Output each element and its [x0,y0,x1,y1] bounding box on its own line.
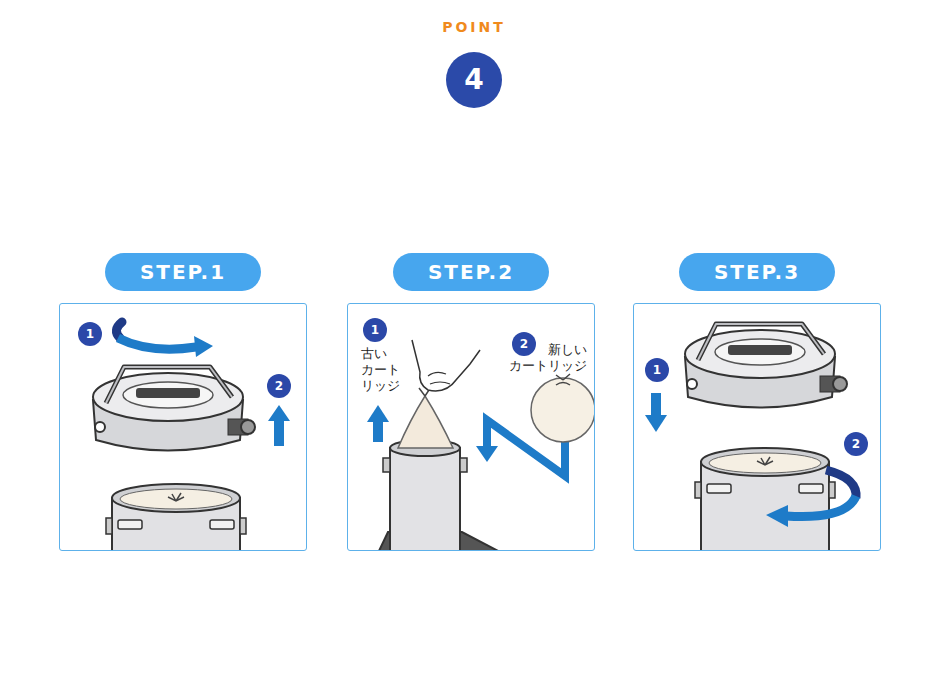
step-panel: STEP.312 [633,303,881,551]
callout-circle: 1 [645,358,669,382]
illustration-part [412,340,480,391]
cartridge-label: 古い カート リッジ [361,346,405,394]
illustration-part [367,405,389,422]
point-number: 4 [446,52,502,108]
point-badge: POINT4 [446,52,502,108]
callout-number: 2 [844,432,868,456]
illustration-part [274,418,284,446]
illustration-part [118,338,196,349]
step-panel: STEP.112 [59,303,307,551]
illustration-part [268,405,290,421]
illustration-part [531,378,594,442]
point-heading: POINT [419,18,529,36]
step-heading: STEP.2 [393,253,549,291]
illustration-part [766,505,788,527]
illustration-part [398,396,453,448]
illustration-part [695,448,835,550]
illustration-part [428,372,450,384]
illustration-part [194,336,213,357]
callout-number: 2 [267,374,291,398]
callout-circle: 1 [78,322,102,346]
illustration-part [93,367,255,451]
callout-circle: 2 [512,332,536,356]
illustration-part [556,374,570,385]
illustration-part [460,458,467,472]
illustration-part [373,420,383,442]
step-heading: STEP.1 [105,253,261,291]
step3-drawing [645,324,856,550]
step2-drawing [367,340,594,550]
illustration-part [645,415,667,432]
illustration-part [106,484,246,550]
step-heading: STEP.3 [679,253,835,291]
callout-number: 1 [363,318,387,342]
illustration-part [651,393,661,417]
step1-drawing [93,322,290,550]
callout-number: 2 [512,332,536,356]
callout-number: 1 [645,358,669,382]
illustration-part [685,324,847,408]
cartridge-label: 新しい カートリッジ [503,342,587,374]
illustration-part [390,448,460,550]
callout-circle: 1 [363,318,387,342]
step-panel: STEP.212 [347,303,595,551]
illustration-part [786,496,856,517]
illustration-part [826,470,856,498]
callout-circle: 2 [267,374,291,398]
callout-circle: 2 [844,432,868,456]
illustration-part [476,446,498,462]
callout-number: 1 [78,322,102,346]
illustration-part [383,458,390,472]
